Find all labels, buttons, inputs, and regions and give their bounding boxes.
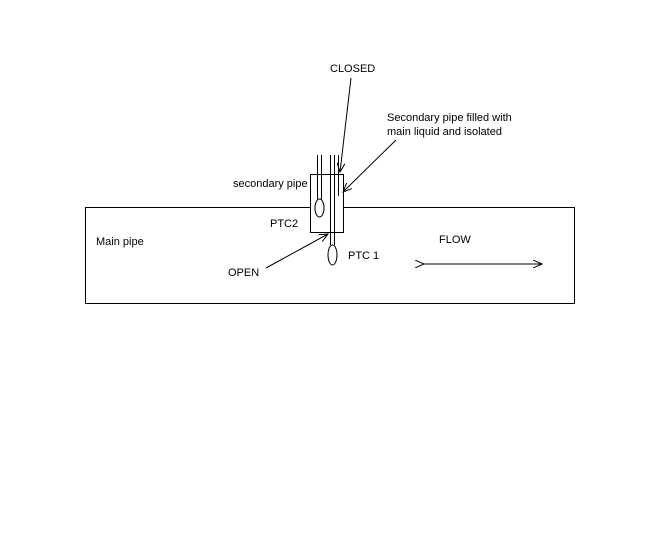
flow-label: FLOW [439, 234, 471, 246]
open-arrow [265, 234, 328, 269]
secondary-note-line2: main liquid and isolated [387, 126, 502, 138]
ptc2-label: PTC2 [270, 218, 298, 230]
main-pipe-label: Main pipe [96, 236, 144, 248]
ptc1-label: PTC 1 [348, 250, 379, 262]
ptc2-sensor [314, 198, 325, 218]
open-label: OPEN [228, 267, 259, 279]
ptc1-sensor [327, 244, 338, 266]
closed-label: CLOSED [330, 63, 375, 75]
isolated-arrow [343, 139, 397, 192]
secondary-note-line1: Secondary pipe filled with [387, 112, 512, 124]
closed-arrow [340, 77, 352, 172]
secondary-pipe-label: secondary pipe [233, 178, 308, 190]
